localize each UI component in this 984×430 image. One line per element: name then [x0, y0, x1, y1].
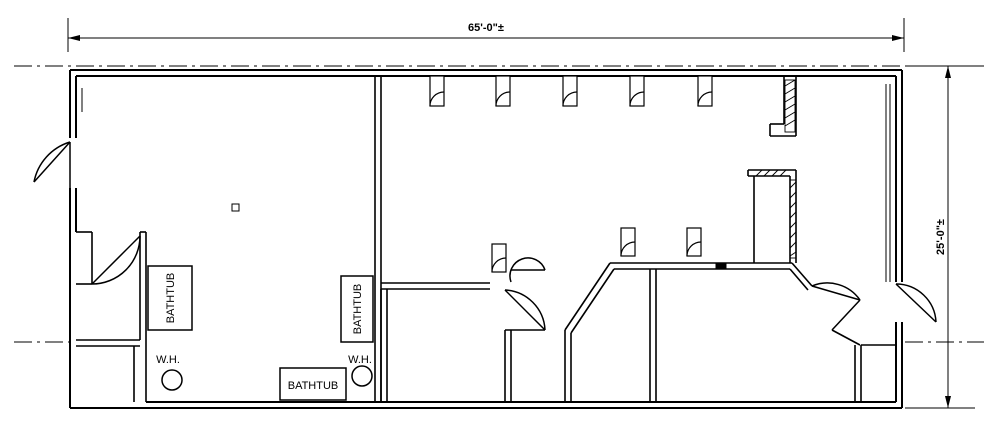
- sink-1: [429, 75, 445, 107]
- water-heater-left: W.H.: [156, 354, 183, 391]
- exterior-door-right: [895, 283, 937, 323]
- exterior-door-left: [33, 141, 71, 188]
- room-door-center: [504, 289, 546, 331]
- water-heater-right: W.H.: [348, 354, 373, 387]
- bathtub-bottom-label: BATHTUB: [288, 380, 339, 392]
- sink-6: [491, 243, 507, 273]
- sink-4: [629, 75, 645, 107]
- width-dimension-label: 65'-0"±: [468, 22, 504, 34]
- bathtub-left-label: BATHTUB: [165, 273, 177, 324]
- misc-marks: [81, 88, 727, 270]
- sink-2: [495, 75, 511, 107]
- bathtub-left: BATHTUB: [147, 265, 193, 331]
- closet-door: [509, 257, 546, 283]
- depth-dimension: 25'-0"±: [905, 65, 975, 409]
- water-heater-left-label: W.H.: [156, 354, 180, 366]
- water-heater-right-label: W.H.: [348, 354, 372, 366]
- sink-5: [697, 75, 713, 107]
- exterior-walls: [69, 69, 903, 409]
- interior-walls: [76, 76, 896, 402]
- bathtub-bottom: BATHTUB: [279, 367, 347, 401]
- depth-dimension-label: 25'-0"±: [935, 219, 947, 255]
- bathtub-center: BATHTUB: [340, 275, 374, 343]
- office-door-right: [811, 282, 861, 331]
- sink-3: [562, 75, 578, 107]
- bathtub-center-label: BATHTUB: [352, 284, 364, 335]
- bath-door-left: [91, 235, 141, 285]
- doors: [33, 141, 937, 331]
- width-dimension: 65'-0"±: [67, 18, 905, 52]
- wall-fixtures: [429, 75, 713, 273]
- property-lines: [14, 65, 984, 343]
- sink-8: [686, 227, 702, 257]
- sink-7: [620, 227, 636, 257]
- hatched-walls: [755, 79, 797, 259]
